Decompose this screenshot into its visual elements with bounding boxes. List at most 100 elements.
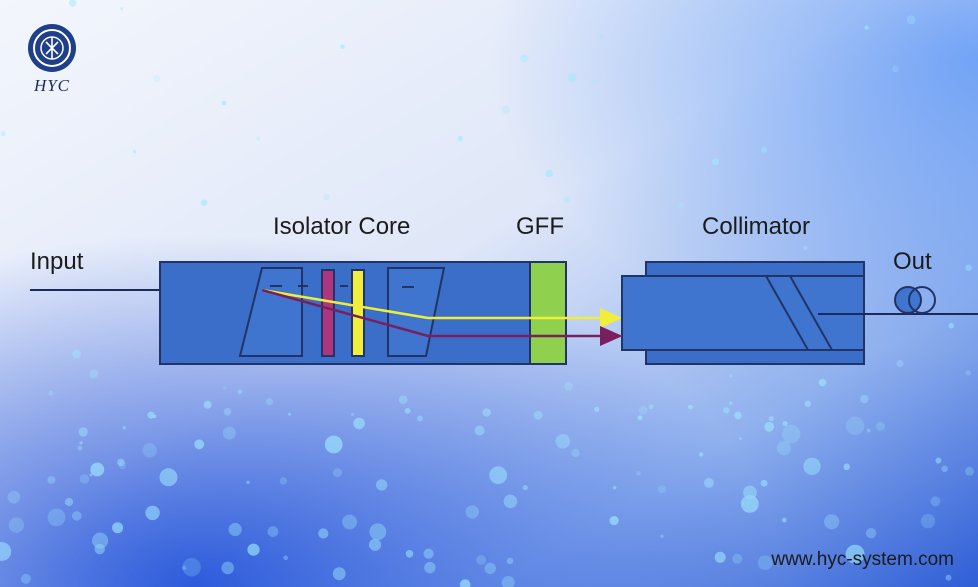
sparkle — [223, 386, 227, 390]
sparkle — [522, 484, 528, 491]
sparkle — [368, 538, 382, 551]
sparkle — [342, 514, 357, 530]
sparkle — [729, 401, 733, 405]
sparkle — [864, 25, 869, 30]
sparkle — [782, 424, 801, 444]
sparkle — [734, 411, 742, 420]
sparkle — [132, 149, 137, 154]
sparkle — [845, 416, 865, 436]
sparkle — [545, 169, 553, 178]
sparkle — [609, 516, 619, 526]
sparkle — [324, 435, 343, 454]
sparkle — [533, 410, 543, 420]
sparkle — [267, 526, 279, 537]
sparkle — [865, 528, 877, 539]
sparkle — [417, 415, 423, 422]
sparkle — [182, 565, 187, 571]
sparkle — [228, 522, 242, 537]
sparkle — [714, 551, 726, 563]
sparkle — [866, 428, 871, 433]
sparkle — [459, 579, 471, 587]
sparkle — [896, 359, 904, 368]
sparkle — [118, 462, 126, 470]
sparkle — [288, 412, 291, 416]
sparkle — [892, 65, 900, 73]
sparkle — [7, 490, 21, 504]
sparkle — [265, 398, 274, 406]
sparkle — [965, 466, 974, 476]
sparkle — [782, 421, 788, 427]
sparkle — [638, 405, 648, 415]
sparkle — [555, 434, 571, 449]
sparkle — [501, 576, 515, 587]
sparkle — [965, 264, 973, 272]
faraday-rotator — [321, 269, 335, 357]
sparkle — [398, 395, 408, 405]
sparkle — [941, 465, 948, 473]
sparkle — [78, 427, 88, 437]
sparkle — [369, 523, 387, 541]
sparkle — [323, 193, 330, 201]
sparkle — [350, 412, 355, 417]
sparkle — [112, 522, 124, 534]
sparkle — [332, 567, 346, 581]
sparkle — [648, 404, 654, 410]
sparkle — [945, 574, 952, 581]
logo-emblem-icon — [28, 24, 76, 72]
sparkle — [564, 382, 573, 391]
sparkle — [723, 407, 730, 414]
sparkle — [935, 457, 942, 464]
gff-filter — [529, 261, 567, 365]
sparkle — [89, 369, 99, 379]
sparkle — [637, 415, 643, 421]
sparkle — [777, 441, 791, 456]
sparkle — [688, 404, 693, 410]
sparkle — [660, 534, 664, 538]
beam-yellow — [261, 288, 623, 328]
sparkle — [47, 476, 56, 484]
sparkle — [221, 561, 234, 575]
sparkle — [804, 400, 811, 407]
sparkle — [782, 517, 787, 523]
sparkle — [423, 548, 434, 559]
sparkle — [159, 468, 178, 487]
sparkle — [256, 137, 261, 141]
sparkle — [482, 408, 491, 417]
sparkle — [94, 543, 105, 555]
sparkle — [77, 445, 83, 451]
sparkle — [503, 494, 518, 509]
waveplate — [351, 269, 365, 357]
sparkle — [613, 486, 617, 490]
sparkle — [948, 323, 954, 329]
sparkle — [761, 147, 767, 153]
sparkle — [92, 532, 109, 549]
out-label: Out — [893, 248, 932, 275]
sparkle — [476, 555, 486, 565]
sparkle — [676, 116, 680, 120]
website-link[interactable]: www.hyc-system.com — [771, 549, 954, 570]
sparkle — [803, 457, 821, 475]
sparkle — [20, 573, 31, 584]
sparkle — [89, 473, 93, 477]
sparkle — [145, 505, 160, 521]
sparkle — [760, 479, 768, 487]
sparkle — [520, 53, 529, 63]
sparkle — [906, 15, 916, 25]
sparkle — [117, 458, 125, 467]
sparkle — [563, 196, 571, 203]
sparkle — [658, 485, 666, 494]
sparkle — [824, 514, 840, 530]
sparkle — [201, 199, 208, 206]
sparkle — [79, 474, 90, 484]
sparkle — [474, 425, 485, 436]
output-polarizer — [387, 267, 446, 357]
sparkle — [732, 553, 743, 564]
sparkle — [703, 477, 714, 488]
sparkle — [845, 544, 865, 564]
fiber-coil-icon — [894, 286, 936, 314]
sparkle — [8, 517, 24, 533]
sparkle — [757, 555, 773, 570]
sparkle — [90, 462, 105, 477]
sparkle — [333, 468, 342, 478]
sparkle — [484, 562, 496, 575]
